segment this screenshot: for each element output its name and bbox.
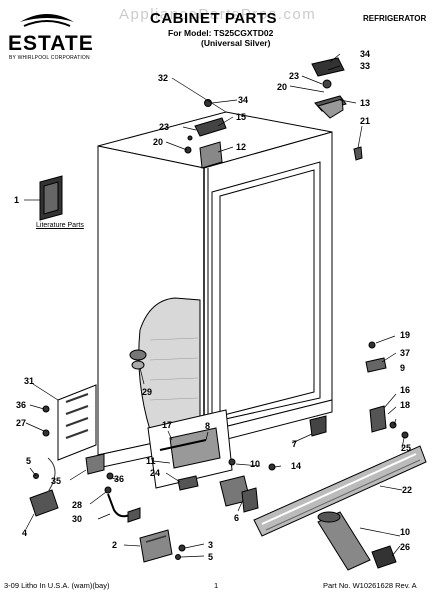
literature-parts-label: Literature Parts — [36, 222, 84, 229]
page-title: CABINET PARTS — [150, 10, 278, 27]
screw-part-10[interactable] — [228, 458, 236, 466]
model-line: For Model: TS25CGXTD02 — [168, 28, 274, 38]
callout-20a: 20 — [277, 82, 287, 92]
brand-subtitle: BY WHIRLPOOL CORPORATION — [9, 55, 90, 61]
callout-34b: 34 — [238, 95, 248, 105]
callout-10b: 10 — [400, 527, 410, 537]
callout-5b: 5 — [208, 552, 213, 562]
callout-8: 8 — [205, 421, 210, 431]
callout-16: 16 — [400, 385, 410, 395]
toe-grille-part-22[interactable] — [253, 445, 427, 537]
cord-clip-part-4[interactable] — [29, 457, 59, 517]
brand-emblem-icon — [20, 14, 74, 27]
callout-12: 12 — [236, 142, 246, 152]
callout-34a: 34 — [360, 49, 370, 59]
callout-31: 31 — [24, 376, 34, 386]
callout-35: 35 — [51, 476, 61, 486]
tube-part-30[interactable] — [104, 486, 141, 523]
callout-9: 9 — [400, 363, 405, 373]
footer-print-info: 3-09 Litho In U.S.A. (wam)(bay) — [4, 581, 110, 590]
hinge-part-12[interactable] — [184, 99, 227, 169]
callout-10a: 10 — [250, 459, 260, 469]
bracket-part-35[interactable] — [85, 453, 114, 480]
callout-4: 4 — [22, 528, 27, 538]
callout-2: 2 — [112, 540, 117, 550]
callout-29: 29 — [142, 387, 152, 397]
callout-32: 32 — [158, 73, 168, 83]
callout-19: 19 — [400, 330, 410, 340]
callout-11: 11 — [146, 456, 156, 466]
callout-3: 3 — [208, 540, 213, 550]
callout-5a: 5 — [26, 456, 31, 466]
part-6[interactable] — [241, 487, 259, 513]
footer-page-number: 1 — [214, 581, 219, 590]
watermark: AppliancePartsPros.com — [119, 6, 317, 23]
callout-37: 37 — [400, 348, 410, 358]
leveler-part-37[interactable] — [365, 341, 387, 373]
callout-1: 1 — [14, 195, 19, 205]
callout-13: 13 — [360, 98, 370, 108]
callout-28: 28 — [72, 500, 82, 510]
callout-14: 14 — [291, 461, 301, 471]
callout-7: 7 — [292, 439, 297, 449]
part-7[interactable] — [309, 415, 327, 437]
callout-27: 27 — [16, 418, 26, 428]
callout-22: 22 — [402, 485, 412, 495]
callout-25: 25 — [401, 443, 411, 453]
callout-21: 21 — [360, 116, 370, 126]
color-line: (Universal Silver) — [201, 38, 271, 48]
callout-36b: 36 — [114, 474, 124, 484]
callout-36a: 36 — [16, 400, 26, 410]
bracket-assembly-part-17[interactable] — [147, 409, 251, 507]
callout-20b: 20 — [153, 137, 163, 147]
literature-part-1[interactable] — [39, 175, 63, 221]
callout-15: 15 — [236, 112, 246, 122]
callout-24: 24 — [150, 468, 160, 478]
category-label: REFRIGERATOR — [363, 14, 427, 23]
callout-17: 17 — [162, 420, 172, 430]
bracket-part-16[interactable] — [369, 405, 409, 439]
callout-33: 33 — [360, 61, 370, 71]
filter-part-26[interactable] — [317, 511, 397, 571]
callout-30: 30 — [72, 514, 82, 524]
callout-26: 26 — [400, 542, 410, 552]
drain-part-29[interactable] — [129, 349, 147, 370]
valve-part-2[interactable] — [139, 529, 186, 563]
callout-23a: 23 — [289, 71, 299, 81]
footer-part-number: Part No. W10261628 Rev. A — [323, 581, 417, 590]
screw-part-14[interactable] — [268, 463, 276, 471]
callout-23b: 23 — [159, 122, 169, 132]
bracket-part-31[interactable] — [42, 384, 97, 461]
brand-name: ESTATE — [8, 32, 94, 55]
callout-18: 18 — [400, 400, 410, 410]
callout-6: 6 — [234, 513, 239, 523]
hinge-part-13[interactable] — [311, 57, 347, 119]
part-21[interactable] — [353, 146, 363, 161]
